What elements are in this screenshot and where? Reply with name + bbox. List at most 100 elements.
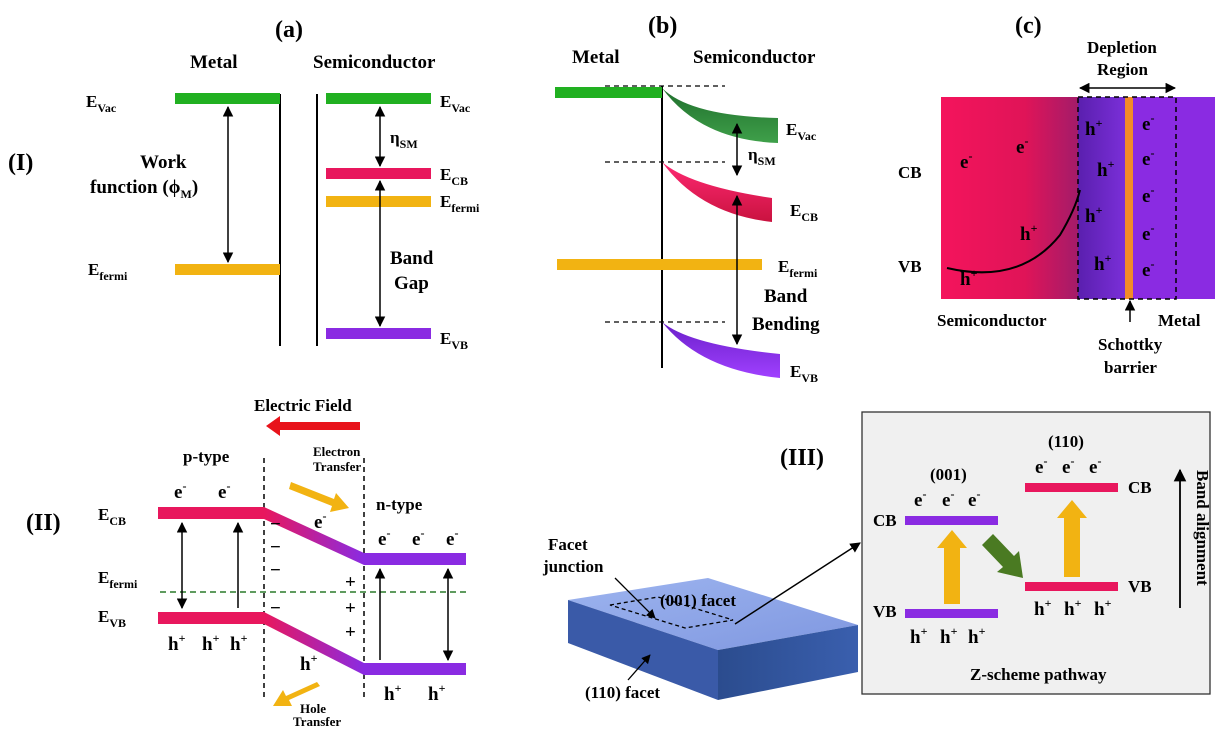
ii-n-vb-level bbox=[364, 663, 466, 675]
ii-electron: e- bbox=[174, 479, 186, 503]
c-hole: h+ bbox=[1094, 251, 1112, 275]
iii-hole: h+ bbox=[1094, 596, 1112, 620]
iii-junction-pointer bbox=[614, 577, 656, 619]
iii-001-vb-level bbox=[905, 609, 998, 618]
iii-110-cb-level bbox=[1025, 483, 1118, 492]
b-bending-label-2: Bending bbox=[752, 314, 820, 335]
b-ecb-label: ECB bbox=[790, 201, 818, 224]
iii-cb-label-right: CB bbox=[1128, 478, 1152, 497]
c-metal-label: Metal bbox=[1158, 311, 1201, 330]
iii-110-vb-level bbox=[1025, 582, 1118, 591]
ii-evb-label: EVB bbox=[98, 607, 126, 630]
ii-ecb-label: ECB bbox=[98, 505, 126, 528]
ii-electric-field-arrow bbox=[266, 416, 360, 436]
iii-facet-junction-label-2: junction bbox=[542, 557, 604, 576]
iii-facet-junction-label-1: Facet bbox=[548, 535, 588, 554]
a-eta-label: ηSM bbox=[390, 128, 418, 151]
ii-hole: h+ bbox=[202, 631, 220, 655]
ii-minus-sign: − bbox=[270, 514, 281, 535]
iii-z-scheme-box bbox=[861, 411, 1211, 695]
a-evac-left-label: EVac bbox=[86, 92, 117, 115]
iii-z-transfer-arrow bbox=[982, 534, 1023, 578]
b-efermi-label: Efermi bbox=[778, 257, 818, 280]
ii-p-vb-level bbox=[158, 612, 264, 624]
ii-p-cb-level bbox=[158, 507, 264, 519]
c-hole: h+ bbox=[1085, 203, 1103, 227]
c-hole: h+ bbox=[1097, 157, 1115, 181]
iii-electron: e- bbox=[968, 487, 980, 511]
iii-hole: h+ bbox=[1034, 596, 1052, 620]
iii-hole: h+ bbox=[940, 624, 958, 648]
iii-vb-label-left: VB bbox=[873, 602, 897, 621]
c-electron: e- bbox=[1142, 146, 1154, 170]
c-schottky-label-2: barrier bbox=[1104, 358, 1157, 377]
ii-electron-transfer-arrow bbox=[289, 482, 349, 512]
ii-efermi-label: Efermi bbox=[98, 568, 138, 591]
a-metal-evac-level bbox=[175, 93, 280, 104]
c-electron: e- bbox=[1142, 183, 1154, 207]
ii-ptype-label: p-type bbox=[183, 447, 230, 466]
ii-n-cb-level bbox=[364, 553, 466, 565]
a-work-label-1: Work bbox=[140, 152, 187, 173]
ii-hole: h+ bbox=[384, 681, 402, 705]
ii-ntype-label: n-type bbox=[376, 495, 423, 514]
ii-plus-sign: + bbox=[345, 598, 356, 619]
a-semiconductor-title: Semiconductor bbox=[313, 52, 436, 73]
ii-plus-sign: + bbox=[345, 572, 356, 593]
a-work-label-2: function (ϕM) bbox=[90, 177, 198, 201]
a-efermi-left-label: Efermi bbox=[88, 260, 128, 283]
iii-band-alignment-label: Band alignment bbox=[1193, 470, 1212, 586]
ii-plus-sign: + bbox=[345, 622, 356, 643]
c-depletion-semi-side bbox=[1078, 97, 1125, 299]
iii-hole: h+ bbox=[910, 624, 928, 648]
c-electron: e- bbox=[1142, 221, 1154, 245]
ii-minus-sign: − bbox=[270, 598, 281, 619]
ii-hole-transfer-label-2: Transfer bbox=[293, 714, 341, 729]
ii-cb-slope bbox=[264, 507, 364, 565]
a-semi-cb-level bbox=[326, 168, 431, 179]
b-bent-evac-band bbox=[662, 88, 778, 143]
c-schottky-barrier-strip bbox=[1125, 97, 1133, 299]
a-semi-evac-level bbox=[326, 93, 431, 104]
panel-c-label: (c) bbox=[1015, 13, 1042, 39]
ii-hole: h+ bbox=[300, 651, 318, 675]
c-electron: e- bbox=[1142, 111, 1154, 135]
b-semiconductor-title: Semiconductor bbox=[693, 47, 816, 68]
row-III-label: (III) bbox=[780, 445, 824, 471]
a-semi-vb-level bbox=[326, 328, 431, 339]
c-depletion-label-2: Region bbox=[1097, 60, 1149, 79]
iii-zoom-arrow bbox=[734, 542, 861, 625]
iii-facet-junction-box bbox=[609, 596, 734, 629]
iii-facet-110-pointer bbox=[627, 654, 651, 681]
c-hole: h+ bbox=[960, 266, 978, 290]
iii-cb-label-left: CB bbox=[873, 511, 897, 530]
b-bent-vb-band bbox=[662, 322, 780, 378]
c-vb-label: VB bbox=[898, 257, 922, 276]
a-efermi-right-label: Efermi bbox=[440, 192, 480, 215]
b-metal-title: Metal bbox=[572, 47, 619, 68]
iii-001-cb-level bbox=[905, 516, 998, 525]
iii-z-scheme-label: Z-scheme pathway bbox=[970, 665, 1107, 684]
c-electron: e- bbox=[1016, 134, 1028, 158]
c-electron: e- bbox=[1142, 257, 1154, 281]
ii-vb-slope bbox=[264, 612, 364, 675]
ii-hole: h+ bbox=[428, 681, 446, 705]
iii-electron: e- bbox=[914, 487, 926, 511]
iii-electron: e- bbox=[942, 487, 954, 511]
c-cb-label: CB bbox=[898, 163, 922, 182]
a-bandgap-label-1: Band bbox=[390, 248, 434, 269]
c-metal-region bbox=[1133, 97, 1215, 299]
b-fermi-level bbox=[557, 259, 762, 270]
b-metal-evac-level bbox=[555, 87, 662, 98]
a-evb-label: EVB bbox=[440, 329, 468, 352]
iii-electron: e- bbox=[1089, 454, 1101, 478]
iii-facet-001-label: (001) facet bbox=[660, 591, 736, 610]
a-ecb-label: ECB bbox=[440, 165, 468, 188]
row-I-label: (I) bbox=[8, 150, 33, 176]
c-vb-bend-curve bbox=[946, 189, 1081, 274]
ii-minus-sign: − bbox=[270, 537, 281, 558]
b-evac-label: EVac bbox=[786, 120, 817, 143]
a-metal-fermi-level bbox=[175, 264, 280, 275]
iii-vb-label-right: VB bbox=[1128, 577, 1152, 596]
